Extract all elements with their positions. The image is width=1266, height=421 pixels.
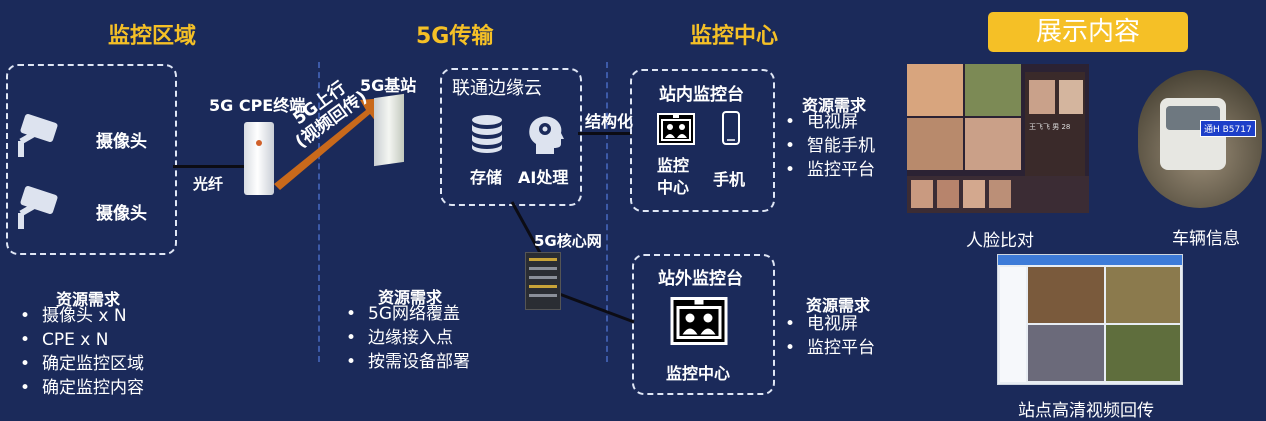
outer-console-box: [632, 254, 775, 395]
core-network-rack-icon: [525, 252, 561, 310]
section-title-monitor-area: 监控区域: [108, 24, 197, 49]
fiber-label: 光纤: [193, 175, 224, 193]
phone-label: 手机: [713, 170, 746, 189]
outer-center-label: 监控中心: [666, 364, 731, 383]
separator-1: [318, 62, 320, 362]
area-resources-list: 摄像头 x N CPE x N 确定监控区域 确定监控内容: [20, 304, 144, 400]
fiber-line: [173, 165, 245, 168]
outer-console-title: 站外监控台: [658, 269, 743, 289]
video-wall-image: [997, 254, 1183, 385]
edge-cloud-box: [440, 68, 582, 206]
separator-2: [606, 62, 608, 362]
list-item: CPE x N: [20, 328, 144, 352]
monitor-center-icon: [670, 297, 728, 345]
structured-line: [578, 132, 632, 135]
section-title-transport: 5G传输: [416, 24, 494, 49]
ai-label: AI处理: [518, 168, 569, 187]
inner-resources-list: 电视屏 智能手机 监控平台: [785, 110, 875, 182]
cpe-label: 5G CPE终端: [209, 96, 306, 115]
inner-center-label-line2: 中心: [657, 178, 690, 197]
storage-icon: [472, 115, 502, 153]
monitor-area-box: [6, 64, 177, 255]
edge-cloud-title: 联通边缘云: [452, 78, 542, 99]
inner-console-box: [630, 69, 775, 212]
core-network-label: 5G核心网: [534, 232, 602, 250]
face-app-text: 王飞飞 男 28: [1029, 123, 1071, 131]
ai-head-icon: [529, 116, 564, 154]
structured-label: 结构化: [585, 112, 634, 131]
transport-resources-list: 5G网络覆盖 边缘接入点 按需设备部署: [346, 302, 470, 374]
monitor-center-icon: [657, 113, 695, 145]
plate-label: 通H B5717: [1200, 120, 1256, 137]
list-item: 5G网络覆盖: [346, 302, 470, 326]
phone-icon: [722, 111, 740, 145]
uplink-arrow: [274, 98, 386, 190]
face-comparison-caption: 人脸比对: [966, 231, 1034, 251]
list-item: 监控平台: [785, 158, 875, 182]
camera-icon: [18, 114, 58, 157]
outer-resources-list: 电视屏 监控平台: [785, 312, 875, 360]
storage-label: 存储: [470, 168, 503, 187]
list-item: 电视屏: [785, 312, 875, 336]
list-item: 监控平台: [785, 336, 875, 360]
list-item: 确定监控区域: [20, 352, 144, 376]
section-title-display-badge: 展示内容: [988, 12, 1188, 52]
vehicle-image: 通H B5717: [1138, 70, 1262, 208]
camera-label: 摄像头: [96, 204, 147, 224]
list-item: 摄像头 x N: [20, 304, 144, 328]
base-station-icon: [374, 93, 404, 167]
face-comparison-image: 王飞飞 男 28: [907, 64, 1089, 213]
inner-console-title: 站内监控台: [659, 85, 744, 105]
list-item: 按需设备部署: [346, 350, 470, 374]
core-network-links: [510, 201, 635, 324]
camera-label: 摄像头: [96, 132, 147, 152]
list-item: 电视屏: [785, 110, 875, 134]
list-item: 边缘接入点: [346, 326, 470, 350]
outer-resources-title: 资源需求: [806, 296, 871, 315]
video-wall-caption: 站点高清视频回传: [1018, 401, 1154, 421]
base-station-label: 5G基站: [360, 76, 417, 95]
list-item: 确定监控内容: [20, 376, 144, 400]
vehicle-caption: 车辆信息: [1172, 229, 1240, 249]
list-item: 智能手机: [785, 134, 875, 158]
inner-center-label-line1: 监控: [657, 156, 690, 175]
inner-center-label: 监控 中心: [657, 155, 689, 199]
camera-icon: [18, 186, 58, 229]
section-title-center: 监控中心: [690, 24, 779, 49]
cpe-device-icon: [244, 122, 274, 195]
